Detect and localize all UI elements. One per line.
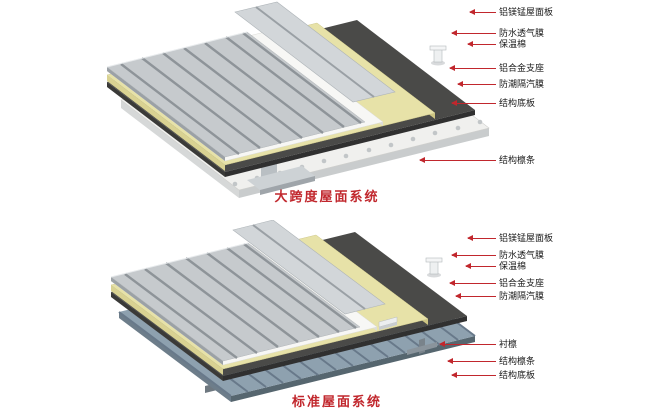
leader-arrow-icon	[451, 371, 496, 378]
callout-label: 铝镁锰屋面板	[499, 233, 554, 243]
callout-insulation: 保温棉	[467, 39, 527, 49]
leader-arrow-icon	[469, 8, 496, 15]
callout-label: 结构底板	[499, 98, 536, 108]
standard-roof-diagram	[110, 220, 476, 402]
aluminium-support-clip	[425, 257, 443, 278]
callout-label: 防水透气膜	[499, 28, 545, 38]
callout-vapor-barrier: 防潮隔汽膜	[455, 291, 545, 301]
top-system-title: 大跨度屋面系统	[274, 189, 380, 204]
leader-arrow-icon	[467, 234, 496, 241]
leader-arrow-icon	[465, 262, 496, 269]
callout-roof-panel: 铝镁锰屋面板	[469, 7, 554, 17]
leader-arrow-icon	[449, 64, 496, 71]
callout-breathable-membrane: 防水透气膜	[451, 250, 545, 260]
callout-label: 保温棉	[499, 39, 527, 49]
callout-label: 结构檩条	[499, 155, 536, 165]
large-span-roof-diagram	[106, 1, 490, 198]
callout-label: 结构檩条	[499, 356, 536, 366]
lifted-roof-panel	[234, 1, 396, 103]
metal-roof-panels-layer	[110, 242, 361, 365]
callout-structural-deck: 结构底板	[451, 370, 536, 380]
leader-arrow-icon	[451, 251, 496, 258]
callout-label: 结构底板	[499, 370, 536, 380]
callout-label: 防潮隔汽膜	[499, 291, 545, 301]
liner-purlin	[378, 316, 398, 330]
callout-insulation: 保温棉	[465, 261, 527, 271]
leader-arrow-icon	[467, 40, 496, 47]
callout-roof-panel: 铝镁锰屋面板	[467, 233, 554, 243]
leader-arrow-icon	[449, 279, 496, 286]
callout-liner-purlin: 衬檩	[439, 339, 518, 349]
callout-label: 铝镁锰屋面板	[499, 7, 554, 17]
leader-arrow-icon	[455, 292, 496, 299]
callout-vapor-barrier: 防潮隔汽膜	[457, 79, 545, 89]
leader-arrow-icon	[457, 80, 496, 87]
callout-label: 防水透气膜	[499, 250, 545, 260]
callout-label: 铝合金支座	[499, 278, 545, 288]
callout-label: 防潮隔汽膜	[499, 79, 545, 89]
callout-structural-deck: 结构底板	[451, 98, 536, 108]
callout-breathable-membrane: 防水透气膜	[451, 28, 545, 38]
metal-roof-panels-layer	[106, 31, 366, 161]
leader-arrow-icon	[447, 357, 496, 364]
lifted-roof-panel	[232, 220, 386, 315]
callout-structural-purlin: 结构檩条	[419, 155, 536, 165]
aluminium-support-clip	[429, 45, 447, 66]
callout-support-clip: 铝合金支座	[449, 63, 545, 73]
bottom-system-title: 标准屋面系统	[291, 394, 382, 409]
edge-purlin	[407, 338, 437, 355]
leader-arrow-icon	[451, 29, 496, 36]
callout-structural-purlin: 结构檩条	[447, 356, 536, 366]
callout-support-clip: 铝合金支座	[449, 278, 545, 288]
panel-seam-ribs	[124, 243, 357, 359]
callout-label: 保温棉	[499, 261, 527, 271]
leader-arrow-icon	[451, 99, 496, 106]
callout-label: 铝合金支座	[499, 63, 545, 73]
leader-arrow-icon	[419, 156, 496, 163]
panel-seam-ribs	[120, 32, 362, 155]
leader-arrow-icon	[439, 340, 496, 347]
callout-label: 衬檩	[499, 339, 518, 349]
